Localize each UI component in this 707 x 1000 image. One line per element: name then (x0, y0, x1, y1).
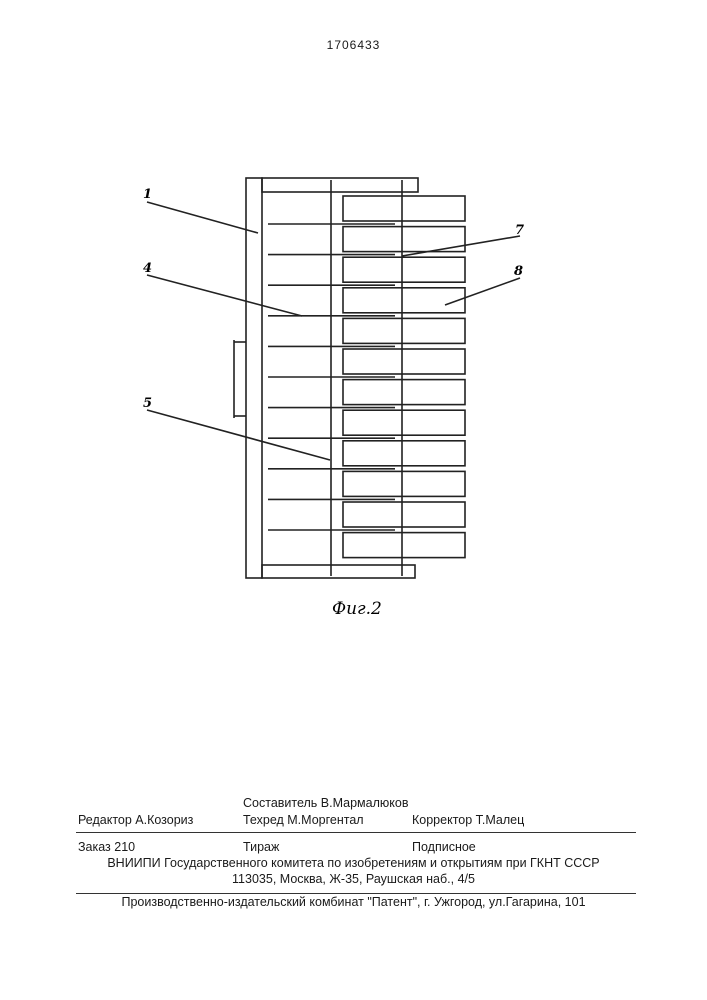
label-1: 1 (143, 187, 152, 202)
plate (343, 441, 465, 466)
subscription: Подписное (412, 840, 476, 854)
address: 113035, Москва, Ж-35, Раушская наб., 4/5 (0, 872, 707, 886)
plate (343, 318, 465, 343)
plate (343, 257, 465, 282)
frame-bar (246, 178, 262, 578)
top-rail (262, 178, 418, 192)
compiler: Составитель В.Мармалюков (243, 796, 408, 810)
editor: Редактор А.Козориз (78, 813, 193, 827)
figure-caption: Фиг.2 (332, 599, 382, 619)
plate (343, 533, 465, 558)
order: Заказ 210 (78, 840, 135, 854)
plate (343, 410, 465, 435)
corrector: Корректор Т.Малец (412, 813, 524, 827)
label-5: 5 (143, 396, 152, 411)
divider (76, 832, 636, 833)
label-8: 8 (514, 264, 523, 279)
plate (343, 380, 465, 405)
publisher: Производственно-издательский комбинат "П… (0, 895, 707, 909)
divider (76, 893, 636, 894)
plate (343, 349, 465, 374)
label-7: 7 (515, 223, 524, 238)
institute: ВНИИПИ Государственного комитета по изоб… (0, 856, 707, 870)
techred: Техред М.Моргентал (243, 813, 364, 827)
plate (343, 502, 465, 527)
bottom-rail (262, 565, 415, 578)
plate (343, 288, 465, 313)
plate (343, 471, 465, 496)
label-4: 4 (143, 261, 152, 276)
plate (343, 196, 465, 221)
circulation: Тираж (243, 840, 279, 854)
